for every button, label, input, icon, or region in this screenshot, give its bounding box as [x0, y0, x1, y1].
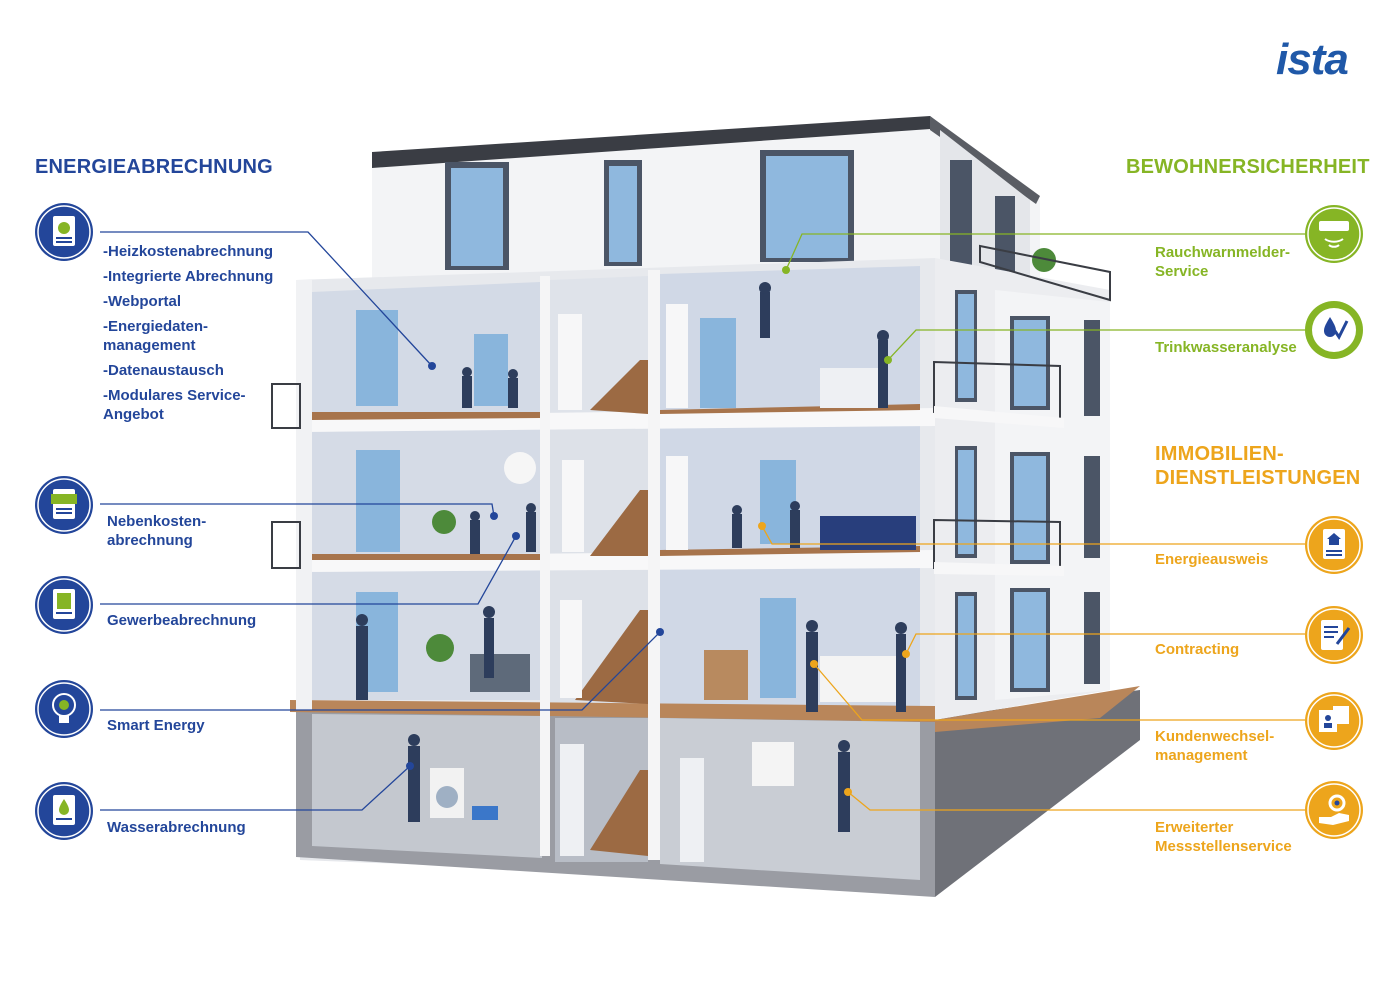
energieausweis-label: Energieausweis	[1155, 551, 1269, 568]
ista-logo: ista	[1276, 35, 1349, 84]
nbk-document-icon	[35, 476, 93, 534]
list-item: -Webportal	[103, 293, 182, 310]
leader-lines	[100, 231, 1305, 811]
lightbulb-gear-icon	[35, 680, 93, 738]
list-item: -Energiedaten- management	[103, 318, 209, 354]
building-document-icon	[35, 576, 93, 634]
kundenwechsel-label: Kundenwechsel- management	[1155, 728, 1275, 764]
euro-document-icon	[35, 203, 93, 261]
list-item: -Integrierte Abrechnung	[103, 268, 274, 285]
contract-pen-icon	[1305, 606, 1363, 664]
house-certificate-icon	[1305, 516, 1363, 574]
list-item: -Heizkostenabrechnung	[103, 243, 274, 260]
list-item: -Modulares Service- Angebot	[103, 387, 246, 423]
smoke-detector-icon	[1305, 205, 1363, 263]
energy-service-list: -Heizkostenabrechnung -Integrierte Abrec…	[103, 242, 273, 430]
tenant-change-icon	[1305, 692, 1363, 750]
water-check-icon	[1305, 301, 1363, 359]
leader-dots	[406, 266, 910, 796]
property-section-title: IMMOBILIEN- DIENSTLEISTUNGEN	[1155, 443, 1361, 489]
basement	[296, 690, 1140, 897]
energy-section-title: ENERGIEABRECHNUNG	[35, 156, 273, 178]
trinkwasser-label: Trinkwasseranalyse	[1155, 339, 1297, 356]
nebenkosten-label: Nebenkosten- abrechnung	[107, 513, 207, 549]
water-drop-document-icon	[35, 782, 93, 840]
right-facade	[271, 244, 1140, 732]
gewerbe-label: Gewerbeabrechnung	[107, 612, 257, 629]
hand-gear-icon	[1305, 781, 1363, 839]
smart-energy-label: Smart Energy	[107, 717, 205, 734]
wasser-label: Wasserabrechnung	[107, 819, 246, 836]
penthouse-floor	[372, 116, 1040, 300]
safety-section-title: BEWOHNERSICHERHEIT	[1126, 156, 1370, 178]
rauchwarnmelder-label: Rauchwarnmelder- Service	[1155, 244, 1291, 280]
messstellen-label: Erweiterter Messstellenservice	[1155, 819, 1292, 855]
list-item: -Datenaustausch	[103, 362, 224, 379]
contracting-label: Contracting	[1155, 641, 1240, 658]
